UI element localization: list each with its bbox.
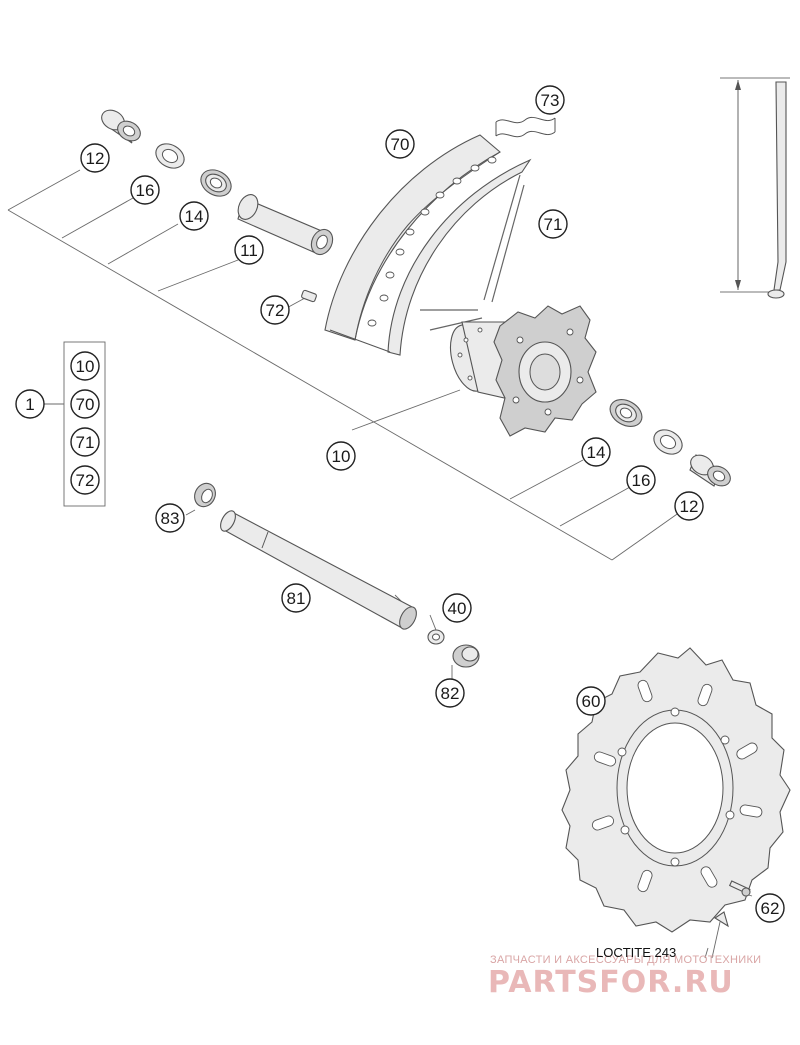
svg-text:73: 73 [541, 91, 560, 110]
callout-83: 83 [155, 503, 185, 533]
svg-text:12: 12 [86, 149, 105, 168]
callout-10: 10 [326, 441, 356, 471]
washer-part-40 [427, 629, 445, 645]
axle-part-81 [220, 510, 417, 630]
axle-nut-part-82 [452, 644, 480, 668]
svg-text:82: 82 [441, 684, 460, 703]
kit-item-10: 10 [70, 351, 100, 381]
spoke-detail-part-73 [495, 116, 556, 138]
watermark-tagline: ЗАПЧАСТИ И АКСЕССУАРЫ ДЛЯ МОТОТЕХНИКИ [490, 954, 761, 966]
svg-text:10: 10 [76, 357, 95, 376]
svg-text:71: 71 [76, 433, 95, 452]
callout-82: 82 [435, 678, 465, 708]
callout-14-top: 14 [179, 201, 209, 231]
spokes-part-71 [420, 174, 525, 331]
svg-text:70: 70 [391, 135, 410, 154]
kit-bracket [63, 341, 106, 507]
svg-text:72: 72 [266, 301, 285, 320]
callout-12-top: 12 [80, 143, 110, 173]
callout-14-right: 14 [581, 437, 611, 467]
svg-text:14: 14 [185, 207, 204, 226]
callout-16-right: 16 [626, 465, 656, 495]
rim-part-70 [324, 134, 532, 356]
spacer-part-12-right [689, 454, 731, 487]
callout-73: 73 [535, 85, 565, 115]
kit-item-71: 71 [70, 427, 100, 457]
callout-12-right: 12 [674, 491, 704, 521]
svg-text:40: 40 [448, 599, 467, 618]
callout-72: 72 [260, 295, 290, 325]
callout-71: 71 [538, 209, 568, 239]
callout-11: 11 [234, 235, 264, 265]
spoke-dimension-detail [720, 77, 790, 299]
svg-text:1: 1 [25, 395, 34, 414]
callout-40: 40 [442, 593, 472, 623]
kit-item-72: 72 [70, 465, 100, 495]
watermark-brand: PARTSFOR.RU [488, 965, 734, 1000]
spoke-nipple-part-72 [301, 289, 317, 303]
callout-1: 1 [15, 389, 45, 419]
svg-text:71: 71 [544, 215, 563, 234]
svg-text:70: 70 [76, 395, 95, 414]
svg-text:72: 72 [76, 471, 95, 490]
bearing-part-14-top [200, 169, 232, 197]
svg-text:10: 10 [332, 447, 351, 466]
svg-text:16: 16 [136, 181, 155, 200]
callout-60: 60 [576, 686, 606, 716]
spacer-part-12-top [101, 109, 141, 144]
spacer-sleeve-part-11 [237, 194, 334, 256]
callout-70: 70 [385, 129, 415, 159]
seal-part-16-right [653, 429, 683, 455]
callout-81: 81 [281, 583, 311, 613]
svg-text:11: 11 [240, 241, 258, 260]
svg-text:83: 83 [161, 509, 180, 528]
disc-screw-part-62 [713, 880, 751, 928]
kit-item-70: 70 [70, 389, 100, 419]
bearing-part-14-right [609, 399, 643, 427]
svg-text:81: 81 [287, 589, 306, 608]
hub-part-10 [449, 305, 597, 437]
clamp-part-83 [194, 482, 216, 508]
svg-text:12: 12 [680, 497, 699, 516]
callout-16-top: 16 [130, 175, 160, 205]
seal-part-16-top [155, 143, 185, 169]
svg-text:60: 60 [582, 692, 601, 711]
svg-text:16: 16 [632, 471, 651, 490]
loctite-note: LOCTITE 243 [596, 945, 676, 960]
brake-disc-part-60 [561, 647, 791, 933]
svg-text:14: 14 [587, 443, 606, 462]
svg-text:62: 62 [761, 899, 780, 918]
callout-62: 62 [755, 893, 785, 923]
